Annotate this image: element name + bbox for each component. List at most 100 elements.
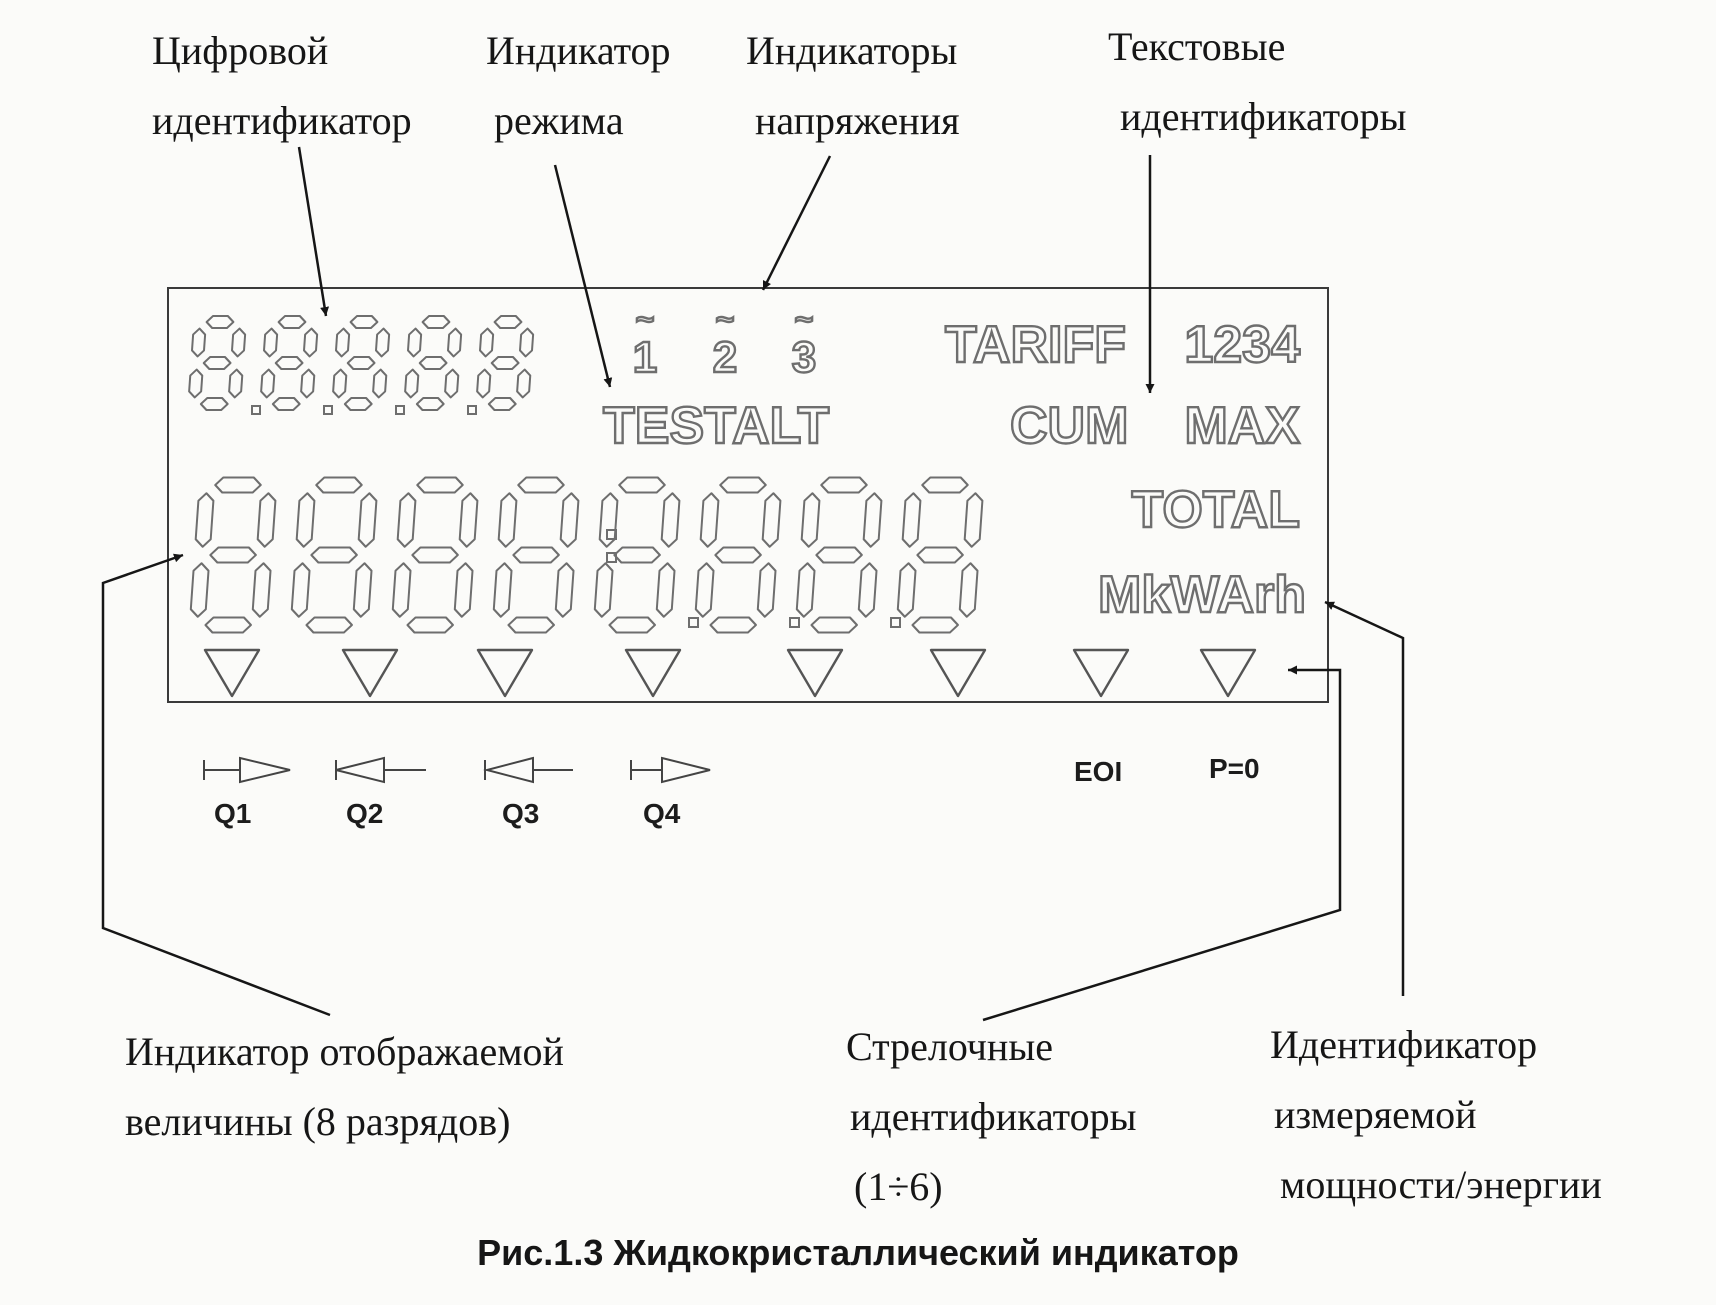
segment-a <box>277 315 307 329</box>
label-line: идентификатор <box>152 98 412 143</box>
label-text-identifiers: Текстовые идентификаторы <box>1108 12 1407 152</box>
segment-e <box>593 562 614 618</box>
mode-text: TESTALT <box>603 397 829 455</box>
quadrant-label-q2: Q2 <box>346 798 383 829</box>
eoi-flag: EOI <box>1074 756 1122 787</box>
phase-tilde-1: ~ <box>636 301 655 337</box>
tariff-numbers: 1234 <box>1184 316 1300 374</box>
label-voltage-indicators: Индикаторы напряжения <box>746 16 960 156</box>
quadrant-arrow-right-icon <box>203 756 291 784</box>
seven-segment-digit <box>593 476 681 634</box>
segment-e <box>795 562 816 618</box>
segment-d <box>507 616 555 634</box>
leader-voltage-indicators <box>761 155 832 291</box>
label-line: идентификаторы <box>850 1094 1137 1139</box>
decimal-point <box>395 405 405 415</box>
segment-g <box>418 356 448 370</box>
segment-d <box>343 397 373 411</box>
colon-upper-dot <box>606 529 617 540</box>
label-value-indicator: Индикатор отображаемой величины (8 разря… <box>125 1017 564 1157</box>
decimal-point <box>789 617 800 628</box>
segment-b <box>963 492 984 548</box>
unit-text: MkWArh <box>1098 566 1306 624</box>
segment-e <box>476 368 492 399</box>
pointer-triangle-icon <box>203 648 261 698</box>
segment-g <box>346 356 376 370</box>
segment-g <box>916 546 964 564</box>
decimal-point <box>890 617 901 628</box>
decimal-point <box>251 405 261 415</box>
max-text: MAX <box>1184 397 1300 455</box>
segment-a <box>349 315 379 329</box>
pointer-triangle-icon <box>476 648 534 698</box>
label-line: Индикатор <box>486 28 671 73</box>
segment-g <box>310 546 358 564</box>
segment-f <box>263 327 279 358</box>
label-arrow-identifiers: Стрелочные идентификаторы (1÷6) <box>846 1012 1137 1222</box>
segment-a <box>416 476 464 494</box>
segment-g <box>202 356 232 370</box>
phase-number-3: 3 <box>792 333 816 382</box>
p-zero-flag: P=0 <box>1209 753 1260 784</box>
segment-f <box>800 492 821 548</box>
seven-segment-digit <box>188 315 247 411</box>
phase-tilde-2: ~ <box>716 301 735 337</box>
quadrant-arrow-left-icon <box>335 756 426 784</box>
segment-f <box>396 492 417 548</box>
lcd-frame <box>167 287 1329 703</box>
segment-c <box>516 368 532 399</box>
label-line: режима <box>494 98 624 143</box>
seven-segment-digit <box>332 315 391 411</box>
segment-d <box>271 397 301 411</box>
seven-segment-digit <box>492 476 580 634</box>
leader-lines <box>101 146 1405 1022</box>
segment-a <box>214 476 262 494</box>
segment-c <box>958 562 979 618</box>
segment-d <box>415 397 445 411</box>
phase-indicator-3: ~ 3 <box>791 300 818 383</box>
label-line: измеряемой <box>1274 1092 1477 1137</box>
segment-a <box>618 476 666 494</box>
segment-e <box>896 562 917 618</box>
decimal-point <box>323 405 333 415</box>
segment-e <box>188 368 204 399</box>
segment-c <box>756 562 777 618</box>
seven-segment-digit <box>694 476 782 634</box>
decimal-point <box>467 405 477 415</box>
quadrant-q4: Q4 <box>630 756 711 829</box>
label-line: напряжения <box>755 98 960 143</box>
segment-a <box>820 476 868 494</box>
pointer-triangle-icon <box>1072 648 1130 698</box>
segment-c <box>857 562 878 618</box>
segment-d <box>199 397 229 411</box>
leader-mode-indicator <box>553 164 613 388</box>
decimal-point <box>688 617 699 628</box>
segment-a <box>517 476 565 494</box>
quadrant-label-q1: Q1 <box>214 798 251 829</box>
seven-segment-digit <box>795 476 883 634</box>
label-line: Текстовые <box>1108 24 1286 69</box>
segment-b <box>660 492 681 548</box>
segment-a <box>719 476 767 494</box>
segment-d <box>810 616 858 634</box>
seven-segment-digit <box>391 476 479 634</box>
segment-f <box>497 492 518 548</box>
segment-f <box>479 327 495 358</box>
segment-e <box>332 368 348 399</box>
segment-a <box>421 315 451 329</box>
pointer-triangle-icon <box>341 648 399 698</box>
segment-d <box>709 616 757 634</box>
seven-segment-digit <box>896 476 984 634</box>
label-mode-indicator: Индикатор режима <box>486 16 671 156</box>
label-line: Индикатор отображаемой <box>125 1029 564 1074</box>
total-text: TOTAL <box>1132 481 1301 539</box>
segment-b <box>303 327 319 358</box>
segment-b <box>761 492 782 548</box>
segment-f <box>191 327 207 358</box>
quadrant-label-q3: Q3 <box>502 798 539 829</box>
segment-a <box>493 315 523 329</box>
phase-indicator-1: ~ 1 <box>632 300 659 383</box>
pointer-group <box>203 648 1257 698</box>
segment-c <box>251 562 272 618</box>
label-line: Цифровой <box>152 28 329 73</box>
